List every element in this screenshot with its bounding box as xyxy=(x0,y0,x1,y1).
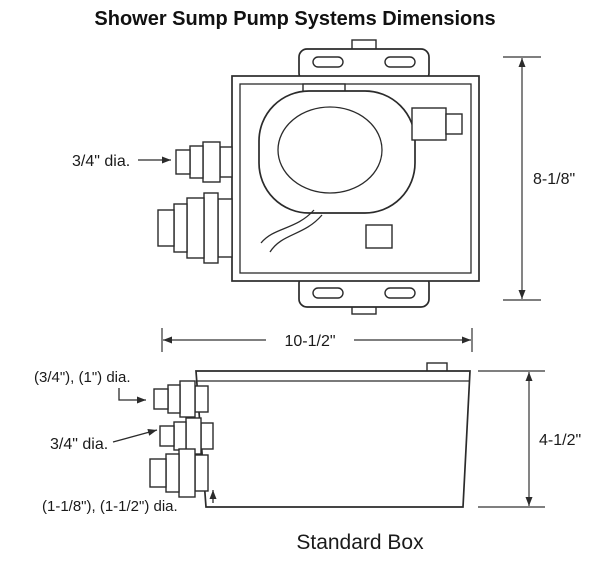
top-view-height-label: 8-1/8" xyxy=(533,171,575,188)
side-view-height-dimension: 4-1/2" xyxy=(478,370,581,508)
outlet-top-leader-arrow xyxy=(118,388,146,404)
fitting-segment xyxy=(189,145,204,179)
fitting-segment xyxy=(202,141,221,183)
top-view: 3/4" dia. 8-1/8" xyxy=(72,39,575,315)
fitting-segment xyxy=(159,425,175,447)
fitting-segment xyxy=(157,209,175,247)
pump-assembly xyxy=(258,83,463,253)
side-fitting-top xyxy=(153,380,209,418)
side-view-width-label: 10-1/2" xyxy=(284,333,335,350)
side-view-caption: Standard Box xyxy=(296,531,424,554)
side-fitting-middle xyxy=(159,417,214,455)
pump-switch-tab xyxy=(445,113,463,135)
side-view: 10-1/2" (3/4"), xyxy=(34,328,581,554)
side-view-height-label: 4-1/2" xyxy=(539,432,581,449)
tab-slot xyxy=(384,56,416,68)
fitting-segment xyxy=(203,192,219,264)
pump-body xyxy=(258,90,416,214)
side-view-outlet-bottom-label: (1-1/8"), (1-1/2") dia. xyxy=(42,498,178,515)
box-shell xyxy=(195,370,471,508)
fitting-segment xyxy=(149,458,167,488)
box-inner-wall xyxy=(239,83,472,274)
mounting-tab-bottom xyxy=(298,274,430,315)
fitting-segment xyxy=(175,149,191,175)
mounting-tab-top xyxy=(298,39,430,82)
pump-motor-housing xyxy=(277,106,383,194)
side-view-outlet-top-label: (3/4"), (1") dia. xyxy=(34,369,131,386)
pump-base-block xyxy=(365,224,393,249)
tab-slot xyxy=(312,56,344,68)
fitting-segment xyxy=(173,203,188,253)
side-fitting-bottom xyxy=(149,448,209,498)
pump-hose-line xyxy=(269,214,323,253)
side-view-outlet-mid-label: 3/4" dia. xyxy=(50,436,108,453)
page-title: Shower Sump Pump Systems Dimensions xyxy=(94,8,495,30)
discharge-fitting-lower xyxy=(157,192,233,264)
fitting-segment xyxy=(167,384,181,414)
top-view-inlet-label: 3/4" dia. xyxy=(72,153,130,170)
fitting-segment xyxy=(219,146,233,178)
fitting-segment xyxy=(179,380,196,418)
box-side-body xyxy=(195,362,471,508)
fitting-segment xyxy=(194,385,209,413)
fitting-segment xyxy=(178,448,196,498)
inlet-fitting-upper xyxy=(175,141,233,183)
tab-slot xyxy=(384,287,416,299)
fitting-segment xyxy=(165,453,180,493)
fitting-segment xyxy=(186,197,205,259)
side-view-width-dimension: 10-1/2" xyxy=(161,328,473,352)
outlet-mid-leader-arrow xyxy=(112,428,158,443)
pump-switch-box xyxy=(411,107,447,141)
fitting-segment xyxy=(194,454,209,492)
fitting-segment xyxy=(153,388,169,410)
fitting-segment xyxy=(173,421,187,451)
fitting-segment xyxy=(217,198,233,258)
tab-slot xyxy=(312,287,344,299)
pump-hose-line xyxy=(260,209,315,244)
top-view-height-dimension: 8-1/8" xyxy=(503,56,575,301)
fitting-segment xyxy=(200,422,214,450)
